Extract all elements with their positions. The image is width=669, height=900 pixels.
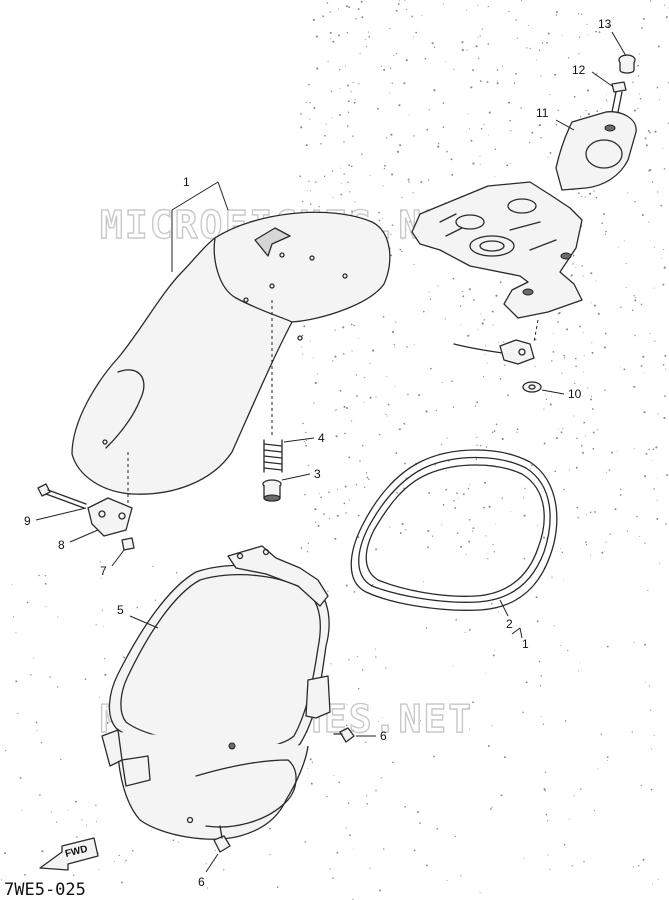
callout-12-label: 12 bbox=[572, 63, 586, 77]
callout-8-label: 8 bbox=[58, 538, 65, 552]
callout-1-lid-label: 1 bbox=[522, 637, 529, 651]
callout-11-label: 11 bbox=[536, 106, 549, 120]
drawing-code: 7WE5-025 bbox=[4, 880, 86, 900]
callout-9-label: 9 bbox=[24, 514, 31, 528]
spring: 4 bbox=[263, 431, 325, 473]
callout-1-lid: 1 bbox=[511, 627, 529, 651]
fwd-arrow: FWD bbox=[39, 837, 99, 871]
callout-5-label: 5 bbox=[117, 603, 124, 617]
seal: 2 bbox=[350, 449, 558, 631]
callout-10-label: 10 bbox=[568, 387, 582, 401]
storage-box: 5 bbox=[101, 545, 331, 840]
callout-7-label: 7 bbox=[100, 564, 107, 578]
hinge-assembly: 9 8 7 bbox=[24, 483, 135, 578]
carrier-assembly: 13 12 11 10 bbox=[411, 17, 637, 401]
screw-lower: 6 bbox=[198, 825, 231, 889]
callout-13-label: 13 bbox=[598, 17, 612, 31]
callout-6-lower-label: 6 bbox=[198, 875, 205, 889]
callout-1-seat-label: 1 bbox=[183, 175, 190, 189]
fwd-label: FWD bbox=[64, 844, 89, 860]
callout-3-label: 3 bbox=[314, 467, 321, 481]
screw-upper: 6 bbox=[333, 727, 387, 743]
stopper: 3 bbox=[262, 467, 321, 502]
callout-2-label: 2 bbox=[506, 617, 513, 631]
callout-6-upper-label: 6 bbox=[380, 729, 387, 743]
callout-4-label: 4 bbox=[318, 431, 325, 445]
callout-1-seat: 1 bbox=[171, 175, 229, 272]
seat bbox=[71, 211, 391, 512]
